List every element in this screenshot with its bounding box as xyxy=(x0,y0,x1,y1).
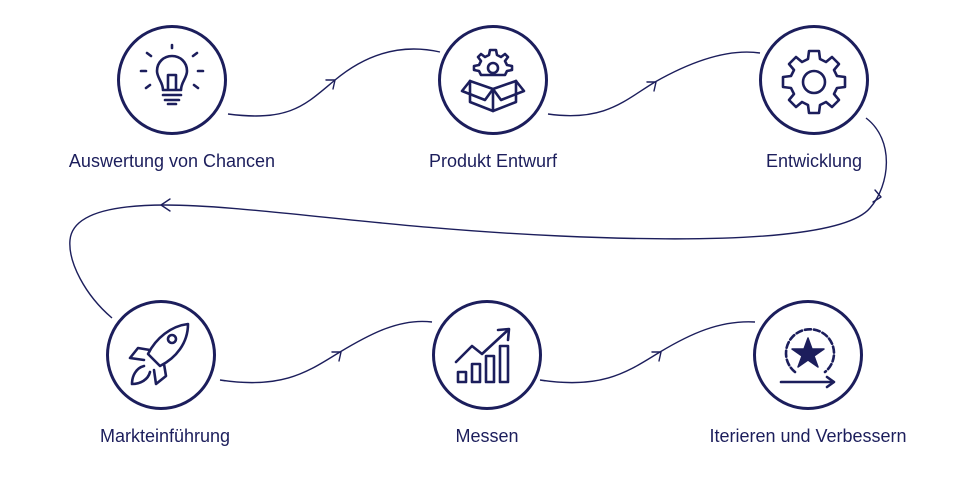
lightbulb-icon xyxy=(139,43,205,106)
step-6-label: Iterieren und Verbessern xyxy=(709,426,907,446)
connector-2-3 xyxy=(547,51,761,117)
step-2-label: Produkt Entwurf xyxy=(428,151,558,171)
rocket-icon xyxy=(128,322,190,386)
connector-4-5 xyxy=(219,320,433,384)
connector-5-6 xyxy=(539,321,756,384)
arrowhead-1 xyxy=(325,79,336,90)
arrowhead-6 xyxy=(651,351,662,362)
arrowhead-5 xyxy=(331,351,342,362)
step-2-circle xyxy=(438,25,548,135)
step-4-circle xyxy=(106,300,216,410)
arrowhead-3 xyxy=(872,189,882,203)
iterate-star-icon xyxy=(779,328,836,389)
arrowhead-2 xyxy=(646,81,657,92)
arrowhead-4 xyxy=(160,198,171,212)
step-5-circle xyxy=(432,300,542,410)
growth-chart-icon xyxy=(454,327,511,384)
step-3-label: Entwicklung xyxy=(765,151,863,171)
connector-3-4 xyxy=(69,117,887,319)
step-3-circle xyxy=(759,25,869,135)
step-6-circle xyxy=(753,300,863,410)
step-1-circle xyxy=(117,25,227,135)
product-box-gear-icon xyxy=(460,48,526,113)
step-4-label: Markteinführung xyxy=(99,426,231,446)
step-5-label: Messen xyxy=(455,426,519,446)
gear-icon xyxy=(781,49,847,115)
step-1-label: Auswertung von Chancen xyxy=(68,151,276,171)
